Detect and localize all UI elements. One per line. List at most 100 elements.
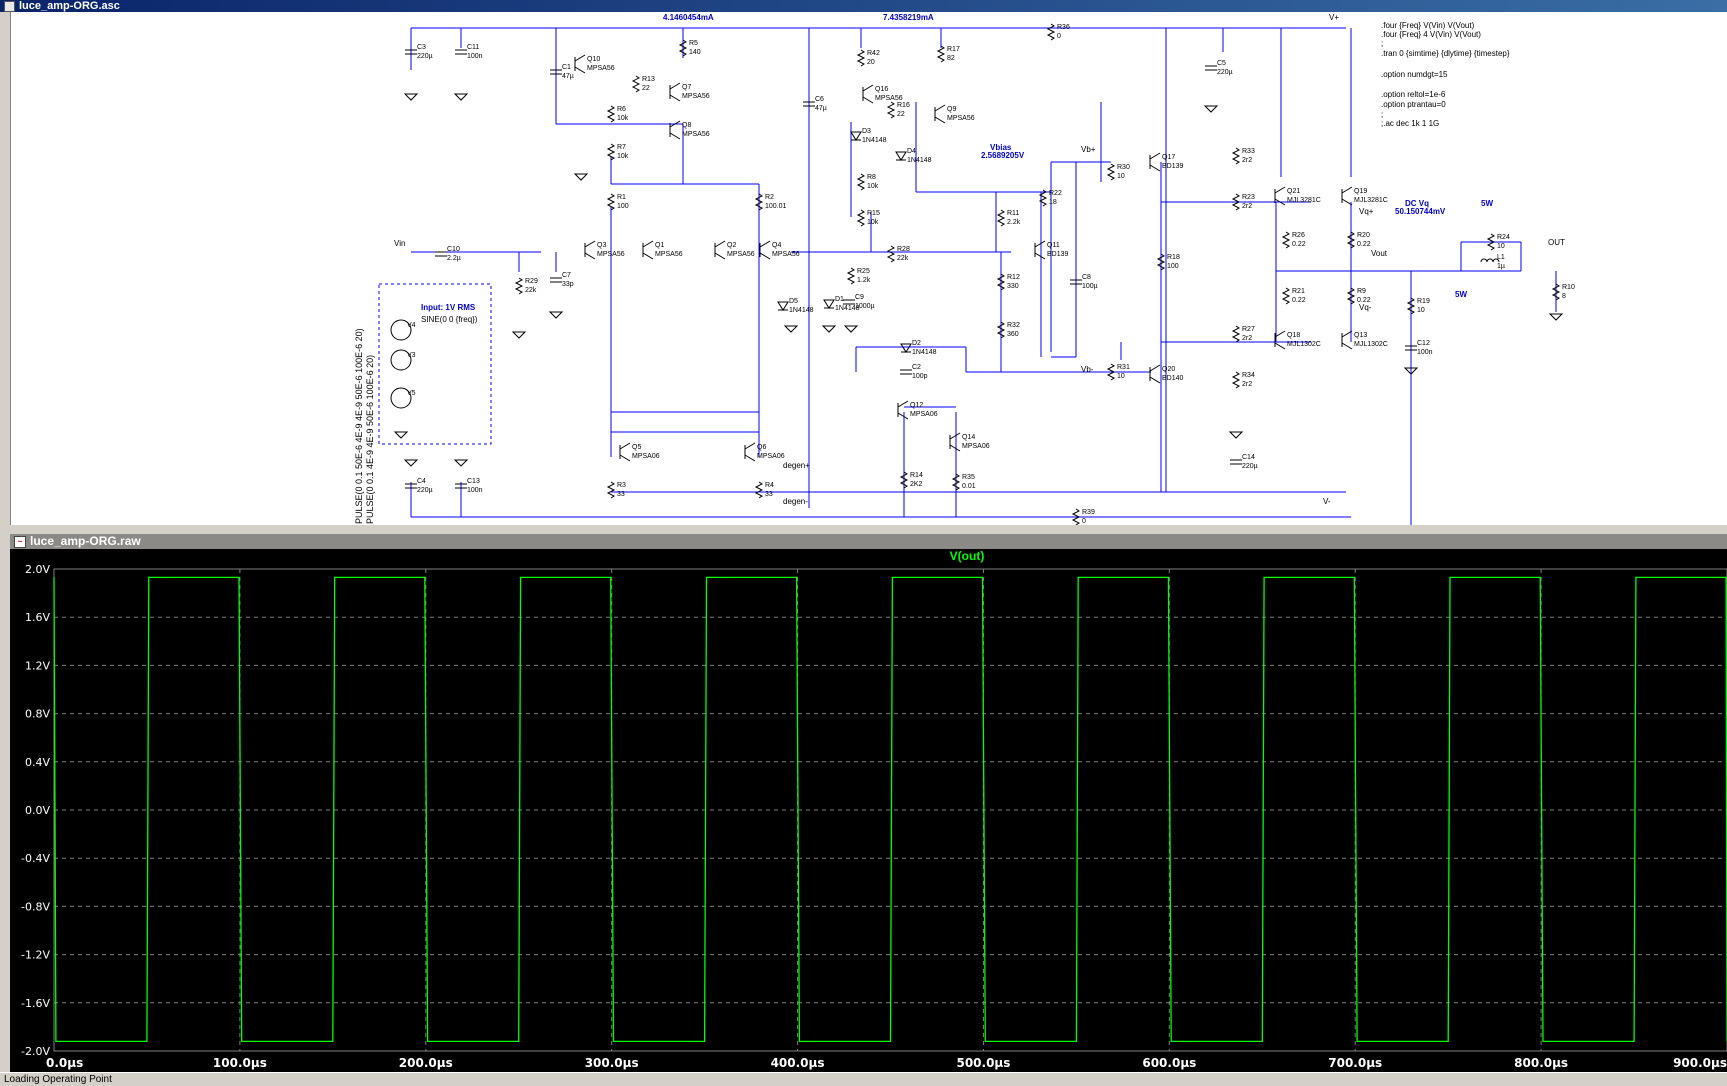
- component-value[interactable]: 100p: [912, 373, 928, 380]
- component-ref[interactable]: R16: [897, 102, 910, 109]
- directive-line[interactable]: .option numdgt=15: [1381, 70, 1448, 79]
- component-ref[interactable]: R17: [947, 46, 960, 53]
- component-value[interactable]: MJL3281C: [1354, 197, 1388, 204]
- component-value[interactable]: MPSA56: [682, 93, 710, 100]
- component-value[interactable]: MPSA56: [597, 251, 625, 258]
- component-ref[interactable]: R14: [910, 472, 923, 479]
- component-value[interactable]: 0.22: [1357, 297, 1371, 304]
- component-ref[interactable]: R26: [1292, 232, 1305, 239]
- component-ref[interactable]: C10: [447, 246, 460, 253]
- component-ref[interactable]: C1: [562, 64, 571, 71]
- component-value[interactable]: 0: [1057, 33, 1061, 40]
- component-ref[interactable]: Q14: [962, 434, 975, 441]
- component-ref[interactable]: C2: [912, 364, 921, 371]
- component-ref[interactable]: R29: [525, 278, 538, 285]
- component-value[interactable]: 1.2k: [857, 277, 871, 284]
- component-value[interactable]: MPSA56: [772, 251, 800, 258]
- component-ref[interactable]: D5: [789, 298, 798, 305]
- component-value[interactable]: 100n: [467, 487, 483, 494]
- component-value[interactable]: 47µ: [562, 73, 574, 80]
- component-value[interactable]: MPSA06: [910, 411, 938, 418]
- component-ref[interactable]: R32: [1007, 322, 1020, 329]
- component-value[interactable]: 1N4148: [907, 157, 932, 164]
- component-value[interactable]: MPSA06: [757, 453, 785, 460]
- schematic-drawing[interactable]: C3220µC11100nC147µQ10MPSA56R1322R5140Q7M…: [11, 12, 1727, 525]
- component-ref[interactable]: R31: [1117, 364, 1130, 371]
- component-ref[interactable]: Q13: [1354, 332, 1367, 339]
- component-ref[interactable]: Q16: [875, 86, 888, 93]
- component-ref[interactable]: C9: [855, 294, 864, 301]
- component-value[interactable]: 2r2: [1242, 203, 1252, 210]
- directive-line[interactable]: .option ptrantau=0: [1381, 100, 1446, 109]
- directive-line[interactable]: ;.ac dec 1k 1 1G: [1381, 119, 1439, 128]
- component-ref[interactable]: C4: [417, 478, 426, 485]
- component-value[interactable]: 360: [1007, 331, 1019, 338]
- component-ref[interactable]: Q7: [682, 84, 691, 91]
- component-value[interactable]: MPSA06: [632, 453, 660, 460]
- component-ref[interactable]: Q10: [587, 56, 600, 63]
- component-value[interactable]: 10: [1497, 243, 1505, 250]
- trace-polyline[interactable]: [53, 576, 1727, 1043]
- component-ref[interactable]: R22: [1049, 190, 1062, 197]
- component-value[interactable]: 100: [1167, 263, 1179, 270]
- component-ref[interactable]: Q9: [947, 106, 956, 113]
- component-value[interactable]: 1000µ: [855, 303, 875, 310]
- component-ref[interactable]: R35: [962, 474, 975, 481]
- component-value[interactable]: 10k: [617, 115, 629, 122]
- component-value[interactable]: 10: [1417, 307, 1425, 314]
- component-ref[interactable]: C11: [467, 44, 479, 51]
- component-ref[interactable]: R42: [867, 50, 880, 57]
- component-ref[interactable]: R18: [1167, 254, 1180, 261]
- component-ref[interactable]: R1: [617, 194, 626, 201]
- component-ref[interactable]: R21: [1292, 288, 1305, 295]
- component-value[interactable]: 0: [1082, 518, 1086, 525]
- component-value[interactable]: BD139: [1162, 163, 1184, 170]
- component-ref[interactable]: D4: [907, 148, 916, 155]
- component-ref[interactable]: V4: [407, 322, 416, 329]
- component-value[interactable]: BD139: [1047, 251, 1069, 258]
- component-ref[interactable]: Q21: [1287, 188, 1300, 195]
- waveform-plot[interactable]: V(out) 2.0V1.6V1.2V0.8V0.4V0.0V-0.4V-0.8…: [10, 549, 1727, 1072]
- component-value[interactable]: 1N4148: [912, 349, 937, 356]
- component-ref[interactable]: R8: [867, 174, 876, 181]
- component-value[interactable]: 100.01: [765, 203, 787, 210]
- component-ref[interactable]: R27: [1242, 326, 1255, 333]
- component-ref[interactable]: D2: [912, 340, 921, 347]
- component-value[interactable]: 10k: [617, 153, 629, 160]
- component-ref[interactable]: R28: [897, 246, 910, 253]
- component-ref[interactable]: R3: [617, 482, 626, 489]
- component-ref[interactable]: Q19: [1354, 188, 1367, 195]
- component-value[interactable]: 20: [867, 59, 875, 66]
- component-value[interactable]: MPSA56: [727, 251, 755, 258]
- component-ref[interactable]: R39: [1082, 509, 1095, 516]
- component-value[interactable]: 220µ: [1242, 463, 1258, 470]
- component-ref[interactable]: C5: [1217, 60, 1226, 67]
- component-value[interactable]: 10k: [867, 219, 879, 226]
- component-ref[interactable]: R15: [867, 210, 880, 217]
- component-ref[interactable]: C3: [417, 44, 426, 51]
- directive-line[interactable]: .four {Freq} V(Vin) V(Vout): [1381, 21, 1475, 30]
- component-ref[interactable]: D3: [862, 128, 871, 135]
- component-ref[interactable]: R23: [1242, 194, 1255, 201]
- component-ref[interactable]: Q2: [727, 242, 736, 249]
- component-ref[interactable]: Q11: [1047, 242, 1060, 249]
- component-value[interactable]: 2.2µ: [447, 255, 461, 262]
- component-ref[interactable]: Q6: [757, 444, 766, 451]
- component-value[interactable]: 100n: [1417, 349, 1433, 356]
- component-value[interactable]: 22: [642, 85, 650, 92]
- component-ref[interactable]: R11: [1007, 210, 1019, 217]
- component-value[interactable]: MJL1302C: [1287, 341, 1321, 348]
- component-value[interactable]: 0.22: [1292, 241, 1306, 248]
- component-ref[interactable]: R6: [617, 106, 626, 113]
- component-ref[interactable]: V5: [407, 390, 416, 397]
- component-ref[interactable]: Q4: [772, 242, 781, 249]
- component-ref[interactable]: R33: [1242, 148, 1255, 155]
- component-ref[interactable]: R5: [689, 40, 698, 47]
- directive-line[interactable]: ;: [1381, 39, 1383, 48]
- component-value[interactable]: 2.2k: [1007, 219, 1021, 226]
- component-value[interactable]: 82: [947, 55, 955, 62]
- component-value[interactable]: 2K2: [910, 481, 923, 488]
- component-value[interactable]: 220µ: [417, 487, 433, 494]
